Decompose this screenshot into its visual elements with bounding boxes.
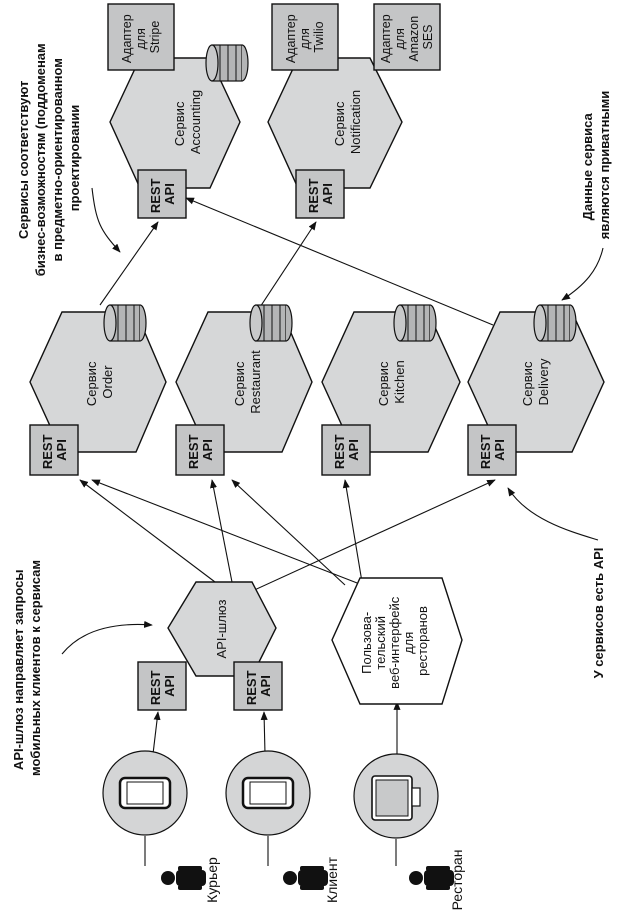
actor-client: Клиент bbox=[267, 836, 340, 903]
service-restaurant: Сервис Restaurant bbox=[175, 304, 313, 453]
tablet-icon bbox=[371, 775, 421, 821]
accounting-line1: Сервис bbox=[172, 101, 187, 146]
restaurant-database-icon bbox=[249, 304, 293, 342]
rest-api-delivery: REST API bbox=[467, 424, 517, 476]
accounting-line2: Accounting bbox=[188, 90, 203, 154]
person-icon bbox=[283, 866, 328, 890]
svg-text:Сервис Kitchen: Сервис Kitchen bbox=[376, 358, 407, 406]
svg-text:Сервис Order: Сервис Order bbox=[84, 358, 115, 406]
svg-text:Адаптер для Amazon: Адаптер для Amazon SES bbox=[379, 11, 435, 63]
svg-text:Сервис Accounting: Сервис Accounting bbox=[172, 90, 203, 154]
service-delivery: Сервис Delivery bbox=[467, 304, 605, 453]
person-icon bbox=[409, 866, 454, 890]
note-business-capabilities: Сервисы соответствуют бизнес-возможностя… bbox=[16, 40, 121, 277]
delivery-database-icon bbox=[533, 304, 577, 342]
svg-text:REST API: REST API bbox=[148, 667, 177, 705]
actor-courier: Курьер bbox=[144, 836, 220, 903]
actor-courier-label: Курьер bbox=[204, 857, 220, 903]
actor-restaurant-label: Ресторан bbox=[449, 850, 465, 911]
svg-text:REST API: REST API bbox=[40, 431, 69, 469]
note-private-data: Данные сервиса являются приватными bbox=[561, 91, 612, 301]
svg-text:У сервисов есть API: У сервисов есть API bbox=[591, 548, 606, 679]
accounting-database-icon bbox=[205, 44, 249, 82]
smartphone-icon bbox=[241, 776, 295, 810]
note-services-have-api: У сервисов есть API bbox=[507, 487, 606, 679]
svg-text:Сервис Notification: Сервис Notification bbox=[332, 90, 363, 154]
svg-text:API-шлюз направляет запросы: API-шлюз направляет запросы мобильных кл… bbox=[11, 560, 43, 776]
svg-text:REST API: REST API bbox=[332, 431, 361, 469]
rest-api-restaurant: REST API bbox=[175, 424, 225, 476]
svg-text:Сервис Delivery: Сервис Delivery bbox=[520, 358, 551, 406]
svg-text:Сервис Restaurant: Сервис Restaurant bbox=[232, 350, 263, 414]
order-database-icon bbox=[103, 304, 147, 342]
person-icon bbox=[161, 866, 206, 890]
rest-api-order: REST API bbox=[29, 424, 79, 476]
svg-text:Адаптер для Twilio: Адаптер для Twilio bbox=[284, 11, 326, 63]
rest-api-kitchen: REST API bbox=[321, 424, 371, 476]
connectors bbox=[79, 197, 496, 757]
note-gateway-routes: API-шлюз направляет запросы мобильных кл… bbox=[11, 560, 153, 776]
adapter-amazon-ses: Адаптер для Amazon SES bbox=[373, 3, 441, 71]
service-kitchen: Сервис Kitchen bbox=[321, 304, 461, 453]
svg-text:REST API: REST API bbox=[244, 667, 273, 705]
service-order: Сервис Order bbox=[29, 304, 167, 453]
rest-api-gateway-client: REST API bbox=[233, 661, 283, 711]
kitchen-database-icon bbox=[393, 304, 437, 342]
svg-text:REST API: REST API bbox=[306, 175, 335, 213]
svg-text:Адаптер для Stripe: Адаптер для Stripe bbox=[120, 11, 162, 63]
adapter-twilio: Адаптер для Twilio bbox=[271, 3, 339, 71]
actor-client-label: Клиент bbox=[324, 856, 340, 903]
svg-text:Сервисы соответствуют би: Сервисы соответствуют бизнес-возможностя… bbox=[16, 40, 82, 277]
client-device bbox=[225, 750, 311, 836]
service-notification: Сервис Notification bbox=[267, 57, 403, 189]
courier-device bbox=[102, 750, 188, 836]
svg-text:Данные сервиса являются: Данные сервиса являются приватными bbox=[580, 91, 612, 239]
actor-restaurant: Ресторан bbox=[395, 839, 465, 911]
rest-api-gateway-courier: REST API bbox=[137, 661, 187, 711]
restaurant-device bbox=[353, 753, 439, 839]
rest-api-notification: REST API bbox=[295, 169, 345, 219]
svg-text:REST API: REST API bbox=[186, 431, 215, 469]
rest-api-accounting: REST API bbox=[137, 169, 187, 219]
svg-text:API-шлюз: API-шлюз bbox=[214, 599, 229, 658]
svg-text:REST API: REST API bbox=[478, 431, 507, 469]
svg-text:REST API: REST API bbox=[148, 175, 177, 213]
smartphone-icon bbox=[118, 776, 172, 810]
service-accounting: Сервис Accounting bbox=[109, 44, 249, 189]
svg-text:Пользова- тельский: Пользова- тельский веб-интерфейс для рес… bbox=[359, 593, 430, 689]
adapter-stripe: Адаптер для Stripe bbox=[107, 3, 175, 71]
restaurant-web-ui: Пользова- тельский веб-интерфейс для рес… bbox=[331, 577, 463, 705]
